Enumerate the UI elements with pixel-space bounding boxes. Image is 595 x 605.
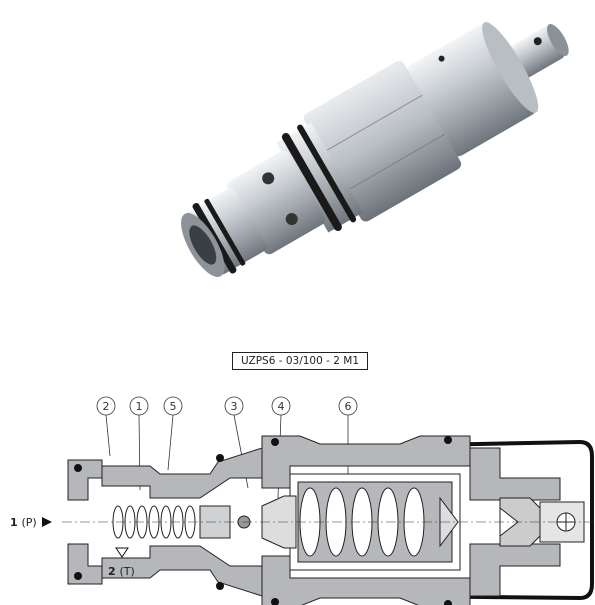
- callout-5: 5: [163, 396, 183, 471]
- valve-cap: [377, 439, 594, 601]
- callout-3-text: 3: [231, 400, 238, 413]
- port-t-label: 2 (T): [108, 547, 135, 578]
- o-ring: [281, 132, 342, 232]
- callout-5-text: 5: [170, 400, 177, 413]
- port-p-label: 1 (P): [10, 516, 52, 529]
- valve-product-photo: [181, 22, 569, 277]
- port-p-name: (P): [22, 516, 37, 529]
- arrow-right-icon: [42, 517, 52, 527]
- model-code-label: UZPS6 - 03/100 - 2 M1: [232, 352, 368, 370]
- port-t-name: (T): [120, 565, 135, 578]
- callout-6-text: 6: [345, 400, 352, 413]
- o-rings: [74, 436, 452, 605]
- callout-1-text: 1: [136, 400, 143, 413]
- svg-text:1 (P): 1 (P): [10, 516, 37, 529]
- valve-body: [67, 435, 561, 605]
- callout-4-text: 4: [278, 400, 285, 413]
- callout-2-text: 2: [103, 400, 110, 413]
- callout-3: 3: [224, 396, 249, 489]
- svg-text:2 (T): 2 (T): [108, 565, 135, 578]
- valve-cross-section: 2 1 5 3 4 6: [10, 396, 594, 605]
- triangle-down-icon: [115, 547, 129, 558]
- callout-2: 2: [96, 396, 116, 457]
- port-p-number: 1: [10, 516, 18, 529]
- port-t-number: 2: [108, 565, 116, 578]
